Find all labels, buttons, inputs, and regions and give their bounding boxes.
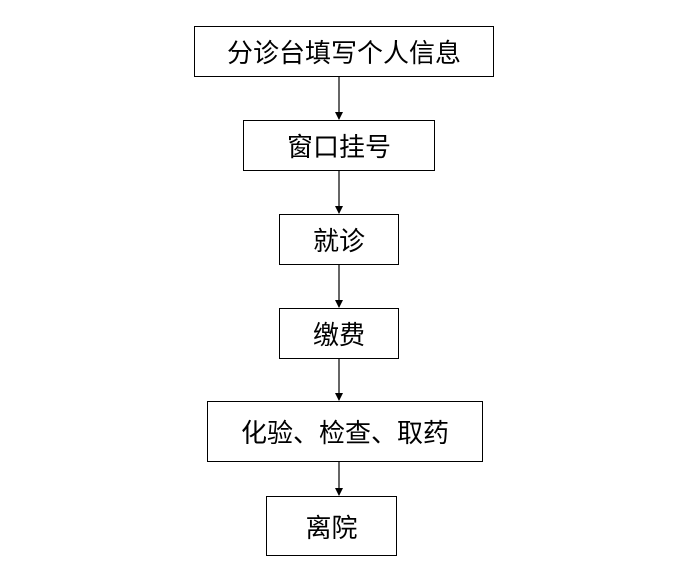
step-payment-box: 缴费	[279, 308, 399, 359]
step-tests-medicine-box: 化验、检查、取药	[207, 401, 483, 462]
step-window-registration-label: 窗口挂号	[286, 133, 391, 163]
step-payment-label: 缴费	[312, 321, 365, 351]
step-window-registration-box: 窗口挂号	[243, 120, 435, 171]
step-discharge-label: 离院	[305, 513, 358, 544]
step-consultation-label: 就诊	[312, 227, 365, 257]
step-discharge-box: 离院	[266, 496, 397, 556]
step-fill-personal-info-box: 分诊台填写个人信息	[194, 26, 494, 77]
step-tests-medicine-label: 化验、检查、取药	[240, 419, 449, 449]
step-fill-personal-info-label: 分诊台填写个人信息	[226, 39, 461, 69]
step-consultation-box: 就诊	[279, 214, 399, 265]
